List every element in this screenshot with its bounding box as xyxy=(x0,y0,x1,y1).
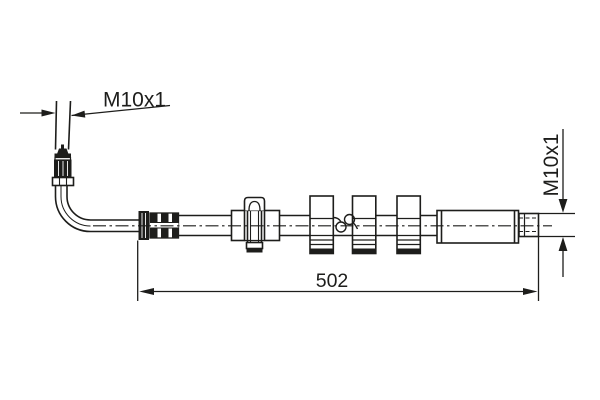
thread-size-label-left: M10x1 xyxy=(103,89,166,112)
overall-length-label: 502 xyxy=(316,270,349,292)
hose-clip-2 xyxy=(351,195,377,255)
protective-sleeve xyxy=(436,209,520,244)
pipe-fitting xyxy=(51,144,75,187)
dimension-overall-length xyxy=(137,236,540,301)
hose-clip-1 xyxy=(309,195,335,255)
strap-foot xyxy=(245,241,264,250)
dimension-thread-left xyxy=(20,104,171,118)
hex-collar xyxy=(51,176,75,187)
pipe-bend xyxy=(54,185,139,233)
hose-loop-symbol xyxy=(333,213,359,233)
dimension-thread-right xyxy=(538,129,575,277)
thread-size-label-right: M10x1 xyxy=(540,133,563,196)
strap-arch-outer xyxy=(243,196,266,211)
hose-body xyxy=(178,214,437,237)
inlet-pipe xyxy=(54,100,72,150)
strap-arch-inner xyxy=(248,200,261,211)
mounting-grommet xyxy=(230,196,281,253)
hose-clip-3 xyxy=(396,195,422,255)
flare-tip xyxy=(57,144,69,154)
threaded-end-fitting xyxy=(518,212,540,238)
